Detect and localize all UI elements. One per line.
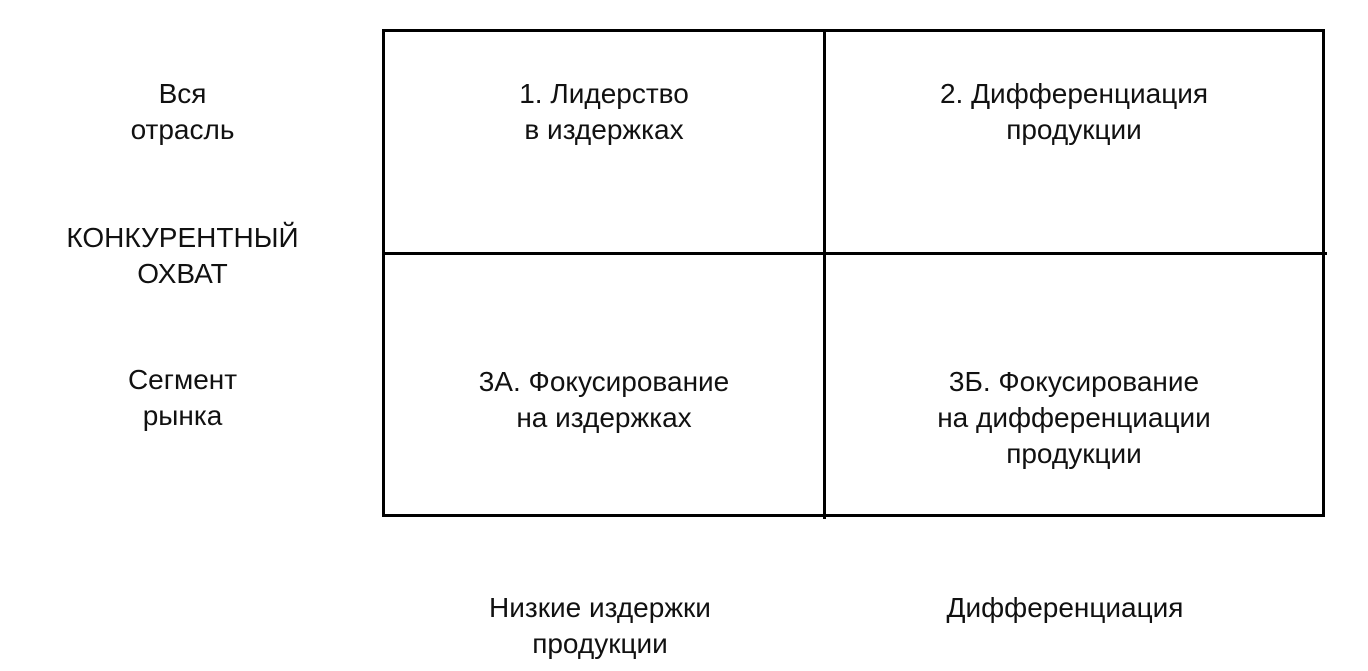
cell-line: в издержках — [524, 114, 684, 145]
row-label-line: Сегмент — [127, 364, 238, 395]
cell-line: 2. Дифференциация — [939, 78, 1209, 109]
cell-cost-focus: 3А. Фокусирование на издержках — [385, 364, 823, 436]
column-label-low-cost: Низкие издержки продукции — [400, 590, 800, 662]
cell-line: 3Б. Фокусирование — [948, 366, 1200, 397]
cell-line: продукции — [1006, 114, 1142, 145]
row-label-line: Вся — [158, 78, 207, 109]
cell-line: 1. Лидерство — [519, 78, 689, 109]
cell-line: продукции — [1006, 438, 1142, 469]
column-label-line: Низкие издержки — [489, 592, 711, 623]
matrix-horizontal-divider — [382, 252, 1327, 255]
column-label-differentiation: Дифференциация — [860, 590, 1270, 626]
row-label-line: рынка — [142, 400, 223, 431]
row-label-line: отрасль — [130, 114, 235, 145]
row-label-market-segment: Сегмент рынка — [100, 362, 265, 434]
cell-line: 3А. Фокусирование — [478, 366, 730, 397]
row-label-whole-industry: Вся отрасль — [100, 76, 265, 148]
cell-line: на дифференциации — [937, 402, 1211, 433]
y-axis-title: КОНКУРЕНТНЫЙ ОХВАТ — [30, 220, 335, 292]
column-label-line: продукции — [532, 628, 668, 659]
y-axis-title-line: КОНКУРЕНТНЫЙ — [66, 222, 299, 253]
cell-differentiation-focus: 3Б. Фокусирование на дифференциации прод… — [826, 364, 1322, 472]
matrix-vertical-divider — [823, 29, 826, 519]
cell-cost-leadership: 1. Лидерство в издержках — [385, 76, 823, 148]
cell-product-differentiation: 2. Дифференциация продукции — [826, 76, 1322, 148]
matrix-frame — [382, 29, 1325, 517]
column-label-line: Дифференциация — [946, 592, 1184, 623]
cell-line: на издержках — [516, 402, 692, 433]
y-axis-title-line: ОХВАТ — [137, 258, 228, 289]
